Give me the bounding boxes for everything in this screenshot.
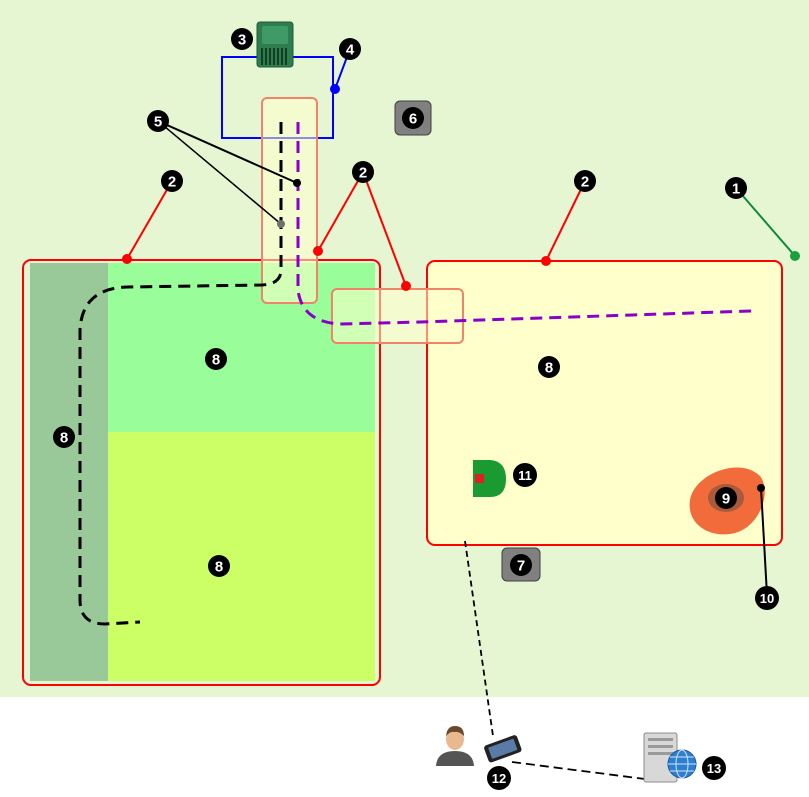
badge-1: 1 [725, 177, 747, 199]
left-work-area [22, 259, 381, 686]
badge-9-label: 9 [722, 491, 730, 508]
badge-4: 4 [339, 38, 361, 60]
server-icon [643, 732, 697, 783]
passage-corridor-horizontal [331, 288, 464, 344]
leader-line-2c [362, 171, 407, 287]
badge-11-label: 11 [518, 468, 532, 483]
badge-10-label: 10 [760, 591, 774, 606]
user-icon [436, 726, 474, 766]
badge-9: 9 [715, 487, 737, 509]
leader-dot-1 [790, 251, 800, 261]
badge-2b: 2 [352, 161, 374, 183]
badge-8d: 8 [538, 356, 560, 378]
badge-2a-label: 2 [168, 174, 176, 191]
badge-12-label: 12 [492, 771, 506, 786]
leader-dot-2b [313, 246, 323, 256]
leader-dot-4 [330, 84, 340, 94]
badge-5-label: 5 [154, 114, 162, 131]
robot-mower-icon [473, 460, 506, 497]
guide-wire-black [78, 122, 283, 626]
badge-12: 12 [487, 766, 511, 790]
badge-6: 6 [402, 107, 424, 129]
badge-8a-label: 8 [212, 352, 220, 369]
badge-11: 11 [513, 463, 537, 487]
smartphone-icon [484, 735, 522, 763]
badge-8c-label: 8 [215, 559, 223, 576]
badge-7-label: 7 [517, 558, 525, 575]
link-mower-phone [464, 540, 494, 737]
badge-2a: 2 [161, 170, 183, 192]
badge-2c: 2 [574, 170, 596, 192]
left-boundary-wire [22, 259, 381, 686]
leader-dot-5b [277, 220, 285, 228]
passage-corridor-vertical [261, 97, 318, 304]
badge-13-label: 13 [707, 761, 721, 776]
badge-8a: 8 [205, 348, 227, 370]
badge-1-label: 1 [732, 181, 740, 198]
leader-line-1 [735, 187, 796, 257]
zone-dark-green [30, 263, 110, 681]
badge-4-label: 4 [346, 42, 355, 59]
badge-3: 3 [231, 28, 253, 50]
leader-line-5b [157, 120, 282, 225]
badge-8b-label: 8 [60, 430, 68, 447]
charging-station-icon [256, 21, 294, 68]
zone-light-green [108, 263, 375, 433]
leader-line-5a [157, 120, 298, 184]
badge-8d-label: 8 [545, 360, 553, 377]
link-phone-server [511, 761, 646, 780]
leader-dot-2c [401, 281, 411, 291]
badge-8c: 8 [208, 555, 230, 577]
badge-8b: 8 [53, 426, 75, 448]
badge-5: 5 [147, 110, 169, 132]
badge-2b-label: 2 [359, 165, 367, 182]
leader-dot-10 [757, 484, 765, 492]
leader-dot-2a [122, 254, 132, 264]
leader-line-2b [317, 171, 364, 252]
badge-10: 10 [755, 586, 779, 610]
zone-yellow-green [108, 432, 375, 681]
leader-line-2a [126, 180, 173, 260]
guide-wire-purple [296, 122, 753, 326]
badge-13: 13 [702, 756, 726, 780]
badge-6-label: 6 [409, 111, 417, 128]
leader-dot-5a [293, 179, 301, 187]
badge-2c-label: 2 [581, 174, 589, 191]
leader-line-2d [545, 180, 586, 262]
badge-7: 7 [510, 554, 532, 576]
badge-3-label: 3 [238, 32, 246, 49]
leader-dot-2d [541, 256, 551, 266]
leader-line-10 [760, 487, 768, 596]
